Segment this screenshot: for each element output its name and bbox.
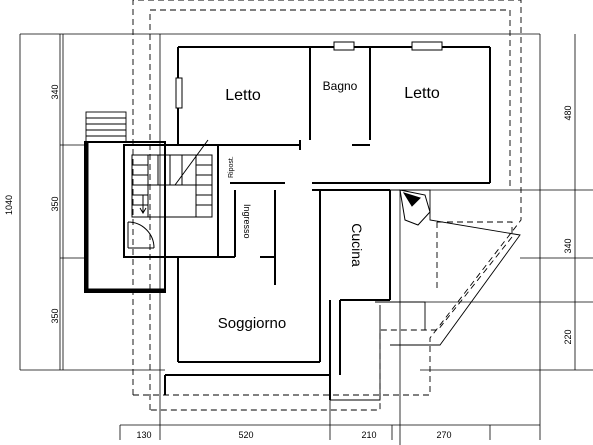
room-label-ripostiglio: Ripost. <box>228 156 235 178</box>
exterior-steps <box>85 111 127 143</box>
room-label-bagno: Bagno <box>323 79 358 93</box>
door-swing <box>127 221 155 249</box>
room-label-letto-right: Letto <box>404 85 440 102</box>
dimension-bottom-2: 520 <box>238 430 253 440</box>
dimension-right-top: 480 <box>563 105 573 120</box>
dimension-bottom-4: 270 <box>436 430 451 440</box>
dimension-left-total: 1040 <box>4 195 14 215</box>
dimension-bottom-1: 130 <box>136 430 151 440</box>
dimension-bottom-3: 210 <box>361 430 376 440</box>
windows <box>175 41 443 109</box>
room-label-cucina: Cucina <box>349 223 365 267</box>
terrace-lines <box>330 189 521 401</box>
construction-lines <box>19 33 593 445</box>
dimension-right-mid: 340 <box>563 238 573 253</box>
dimension-left-top: 340 <box>50 84 60 99</box>
room-label-ingresso: Ingresso <box>242 204 252 239</box>
chimney <box>399 189 431 226</box>
dimension-right-bottom: 220 <box>563 329 573 344</box>
room-label-letto-left: Letto <box>225 87 261 104</box>
dimension-left-bottom: 350 <box>50 308 60 323</box>
dimension-left-mid: 350 <box>50 196 60 211</box>
staircase <box>131 139 213 218</box>
dashed-outlines <box>132 0 522 411</box>
room-label-soggiorno: Soggiorno <box>218 315 286 332</box>
